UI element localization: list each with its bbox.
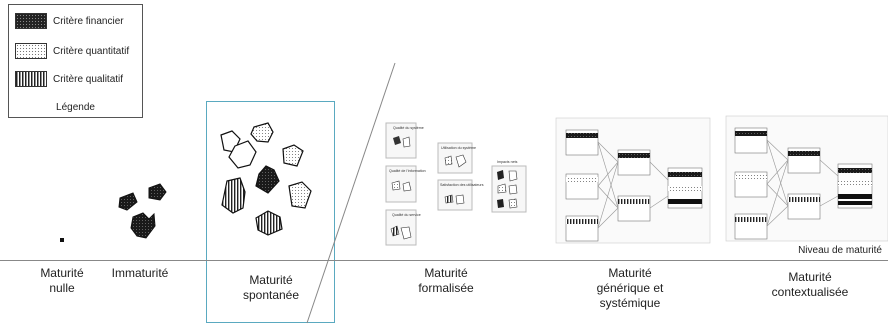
formalisee-label-util: Utilisation du système	[441, 146, 476, 150]
spontanee-highlight-box	[206, 101, 335, 323]
legend: Critère financier Critère quantitatif Cr…	[8, 4, 143, 118]
stage-line: formalisée	[418, 281, 474, 295]
stage-line: nulle	[49, 281, 75, 295]
qualitatif-swatch-icon	[15, 71, 47, 87]
legend-label: Critère quantitatif	[53, 45, 130, 57]
spontanee-shapes	[220, 122, 312, 236]
formalisee-label-qsys: Qualité du système	[393, 126, 424, 130]
stage-line: Immaturité	[111, 266, 169, 280]
contextualisee-diagram	[725, 115, 888, 242]
quantitatif-swatch-icon	[15, 43, 47, 59]
stage-line: contextualisée	[771, 285, 849, 299]
stage-label-contextualisee: Maturité contextualisée	[760, 270, 860, 300]
stage-line: générique et	[596, 281, 664, 295]
maturity-axis	[0, 260, 888, 261]
separator-line	[306, 62, 396, 324]
stage-label-spontanee: Maturité spontanée	[226, 273, 316, 303]
stage-line: Maturité	[788, 270, 832, 284]
stage-label-immaturite: Immaturité	[100, 266, 180, 281]
stage-line: systémique	[599, 296, 661, 310]
stage-line: Maturité	[40, 266, 84, 280]
financier-swatch-icon	[15, 13, 47, 29]
formalisee-diagram: Qualité du système Qualité de l'informat…	[385, 122, 527, 246]
legend-title: Légende	[56, 102, 95, 113]
stage-line: spontanée	[242, 288, 300, 302]
formalisee-label-impacts: Impacts nets	[497, 160, 518, 164]
formalisee-label-satis: Satisfaction des utilisateurs	[440, 183, 484, 187]
stage-line: Maturité	[608, 266, 652, 280]
legend-item-quantitatif: Critère quantitatif	[15, 43, 129, 59]
stage-label-formalisee: Maturité formalisée	[401, 266, 491, 296]
immaturite-shapes	[118, 183, 167, 239]
stage-label-nulle: Maturité nulle	[22, 266, 102, 296]
formalisee-label-qserv: Qualité du service	[392, 213, 421, 217]
nulle-dot-icon	[60, 238, 64, 242]
legend-label: Critère financier	[53, 15, 124, 27]
legend-item-financier: Critère financier	[15, 13, 124, 29]
axis-caption: Niveau de maturité	[798, 245, 882, 256]
legend-label: Critère qualitatif	[53, 73, 124, 85]
systemique-diagram	[555, 117, 711, 244]
stage-label-systemique: Maturité générique et systémique	[580, 266, 680, 311]
stage-line: Maturité	[249, 273, 293, 287]
legend-item-qualitatif: Critère qualitatif	[15, 71, 123, 87]
stage-line: Maturité	[424, 266, 468, 280]
formalisee-label-qinfo: Qualité de l'information	[389, 169, 426, 173]
